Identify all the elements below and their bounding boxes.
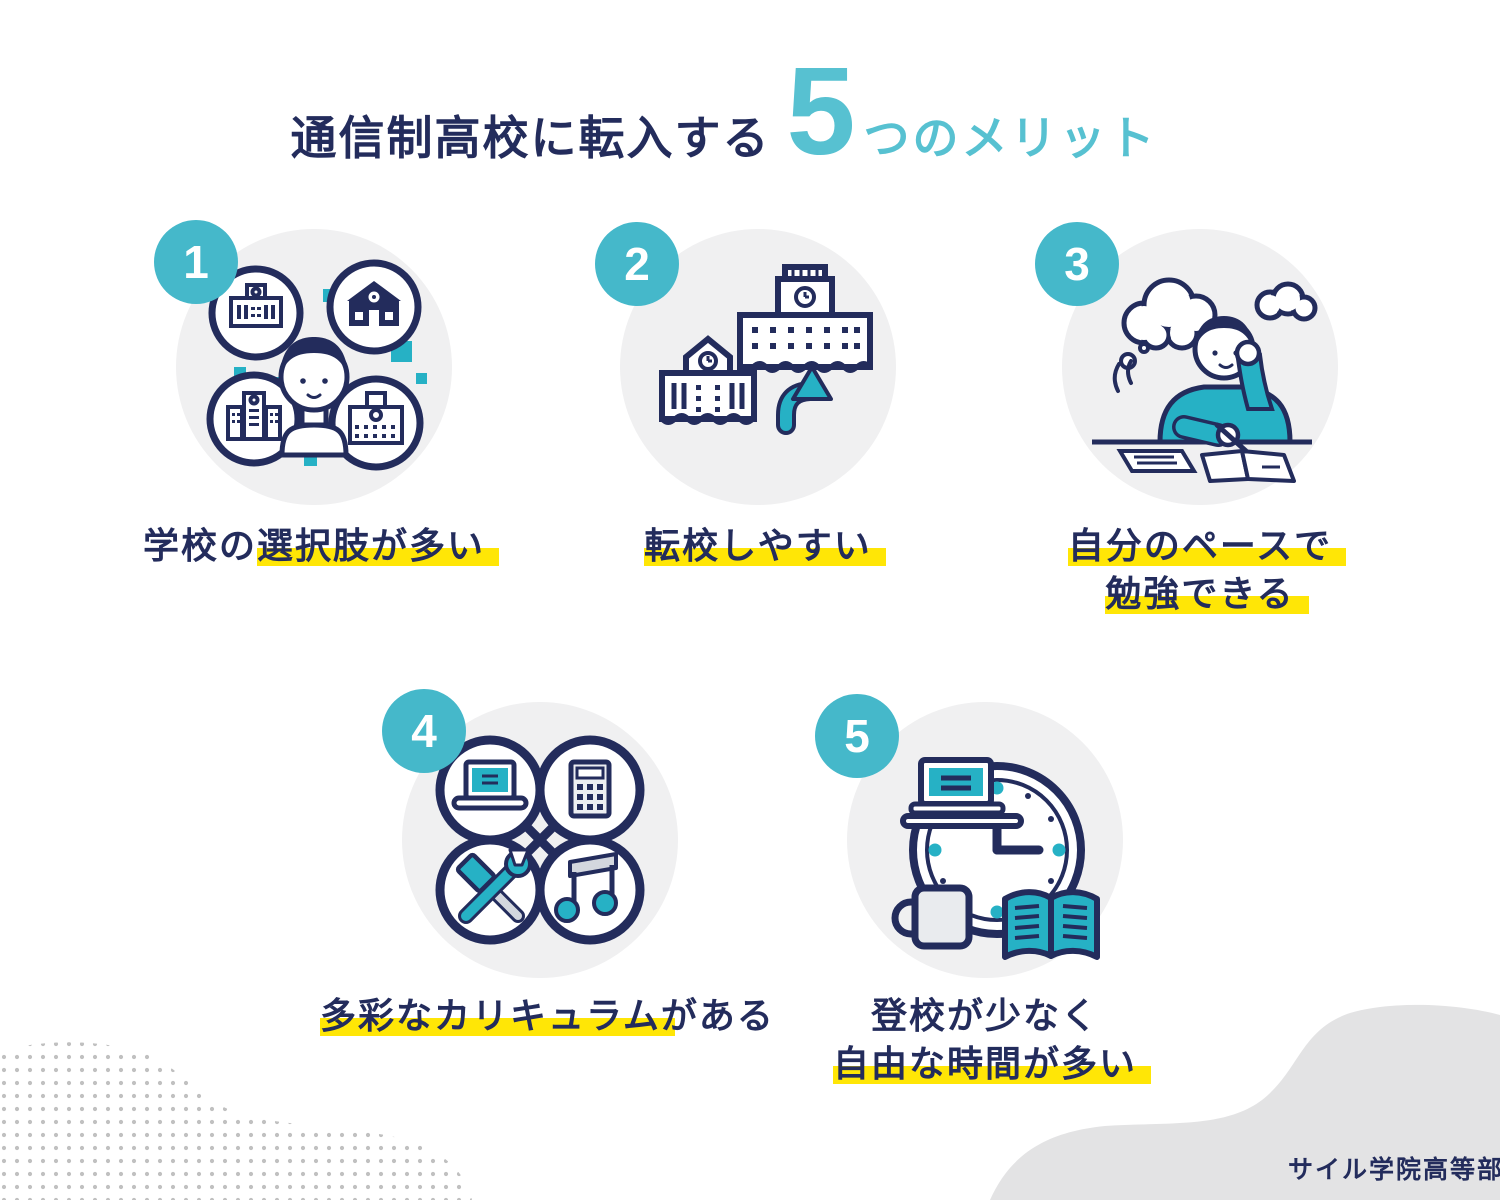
self-paced-study-icon xyxy=(1092,277,1318,483)
highlighted-text: 転校しやすい xyxy=(644,525,886,566)
merit-1-number-badge: 1 xyxy=(154,220,238,304)
merit-4-circle xyxy=(402,702,678,978)
school-transfer-icon xyxy=(659,264,873,435)
diverse-curriculum-icon xyxy=(435,735,645,945)
merit-5-label-line-2: 自由な時間が多い xyxy=(765,1040,1205,1088)
free-time-icon xyxy=(891,757,1100,960)
merit-3-number-badge: 3 xyxy=(1035,222,1119,306)
merit-3-label-line-2: 勉強できる xyxy=(980,570,1420,618)
merit-2-label: 転校しやすい xyxy=(538,522,978,570)
highlighted-text: 多彩なカリキュラム xyxy=(320,995,675,1036)
school-choices-icon xyxy=(206,259,427,471)
dotted-pattern-decoration xyxy=(0,1042,472,1200)
merit-4-label: 多彩なカリキュラムがある xyxy=(320,995,775,1036)
title-suffix: つのメリット xyxy=(863,112,1158,164)
title-number: 5 xyxy=(786,43,856,181)
merit-3-label: 自分のペースで 勉強できる xyxy=(980,522,1420,618)
highlighted-text: 勉強できる xyxy=(1105,573,1309,614)
highlighted-text: 選択肢が多い xyxy=(257,525,500,566)
merit-1-label: 学校の選択肢が多い xyxy=(94,522,534,570)
highlighted-text: 自由な時間が多い xyxy=(832,1043,1151,1084)
merit-2-number-badge: 2 xyxy=(595,222,679,306)
merit-4-number-badge: 4 xyxy=(382,689,466,773)
merit-5-label-line-1: 登校が少なく xyxy=(870,995,1099,1036)
merit-5-number-badge: 5 xyxy=(815,694,899,778)
title-prefix: 通信制高校に転入する xyxy=(290,112,771,164)
gray-blob-decoration xyxy=(990,1004,1500,1200)
merit-1-circle xyxy=(176,229,452,505)
merit-5-label: 登校が少なく 自由な時間が多い xyxy=(765,992,1205,1088)
highlighted-text: 自分のペースで xyxy=(1067,525,1347,566)
merit-3-label-line-1: 自分のペースで xyxy=(980,522,1420,570)
page-title: 通信制高校に転入する 5 つのメリット xyxy=(290,43,1158,181)
brand-name: サイル学院高等部 xyxy=(1288,1156,1500,1184)
merit-2-circle xyxy=(620,229,896,505)
merit-5-circle xyxy=(847,702,1123,978)
